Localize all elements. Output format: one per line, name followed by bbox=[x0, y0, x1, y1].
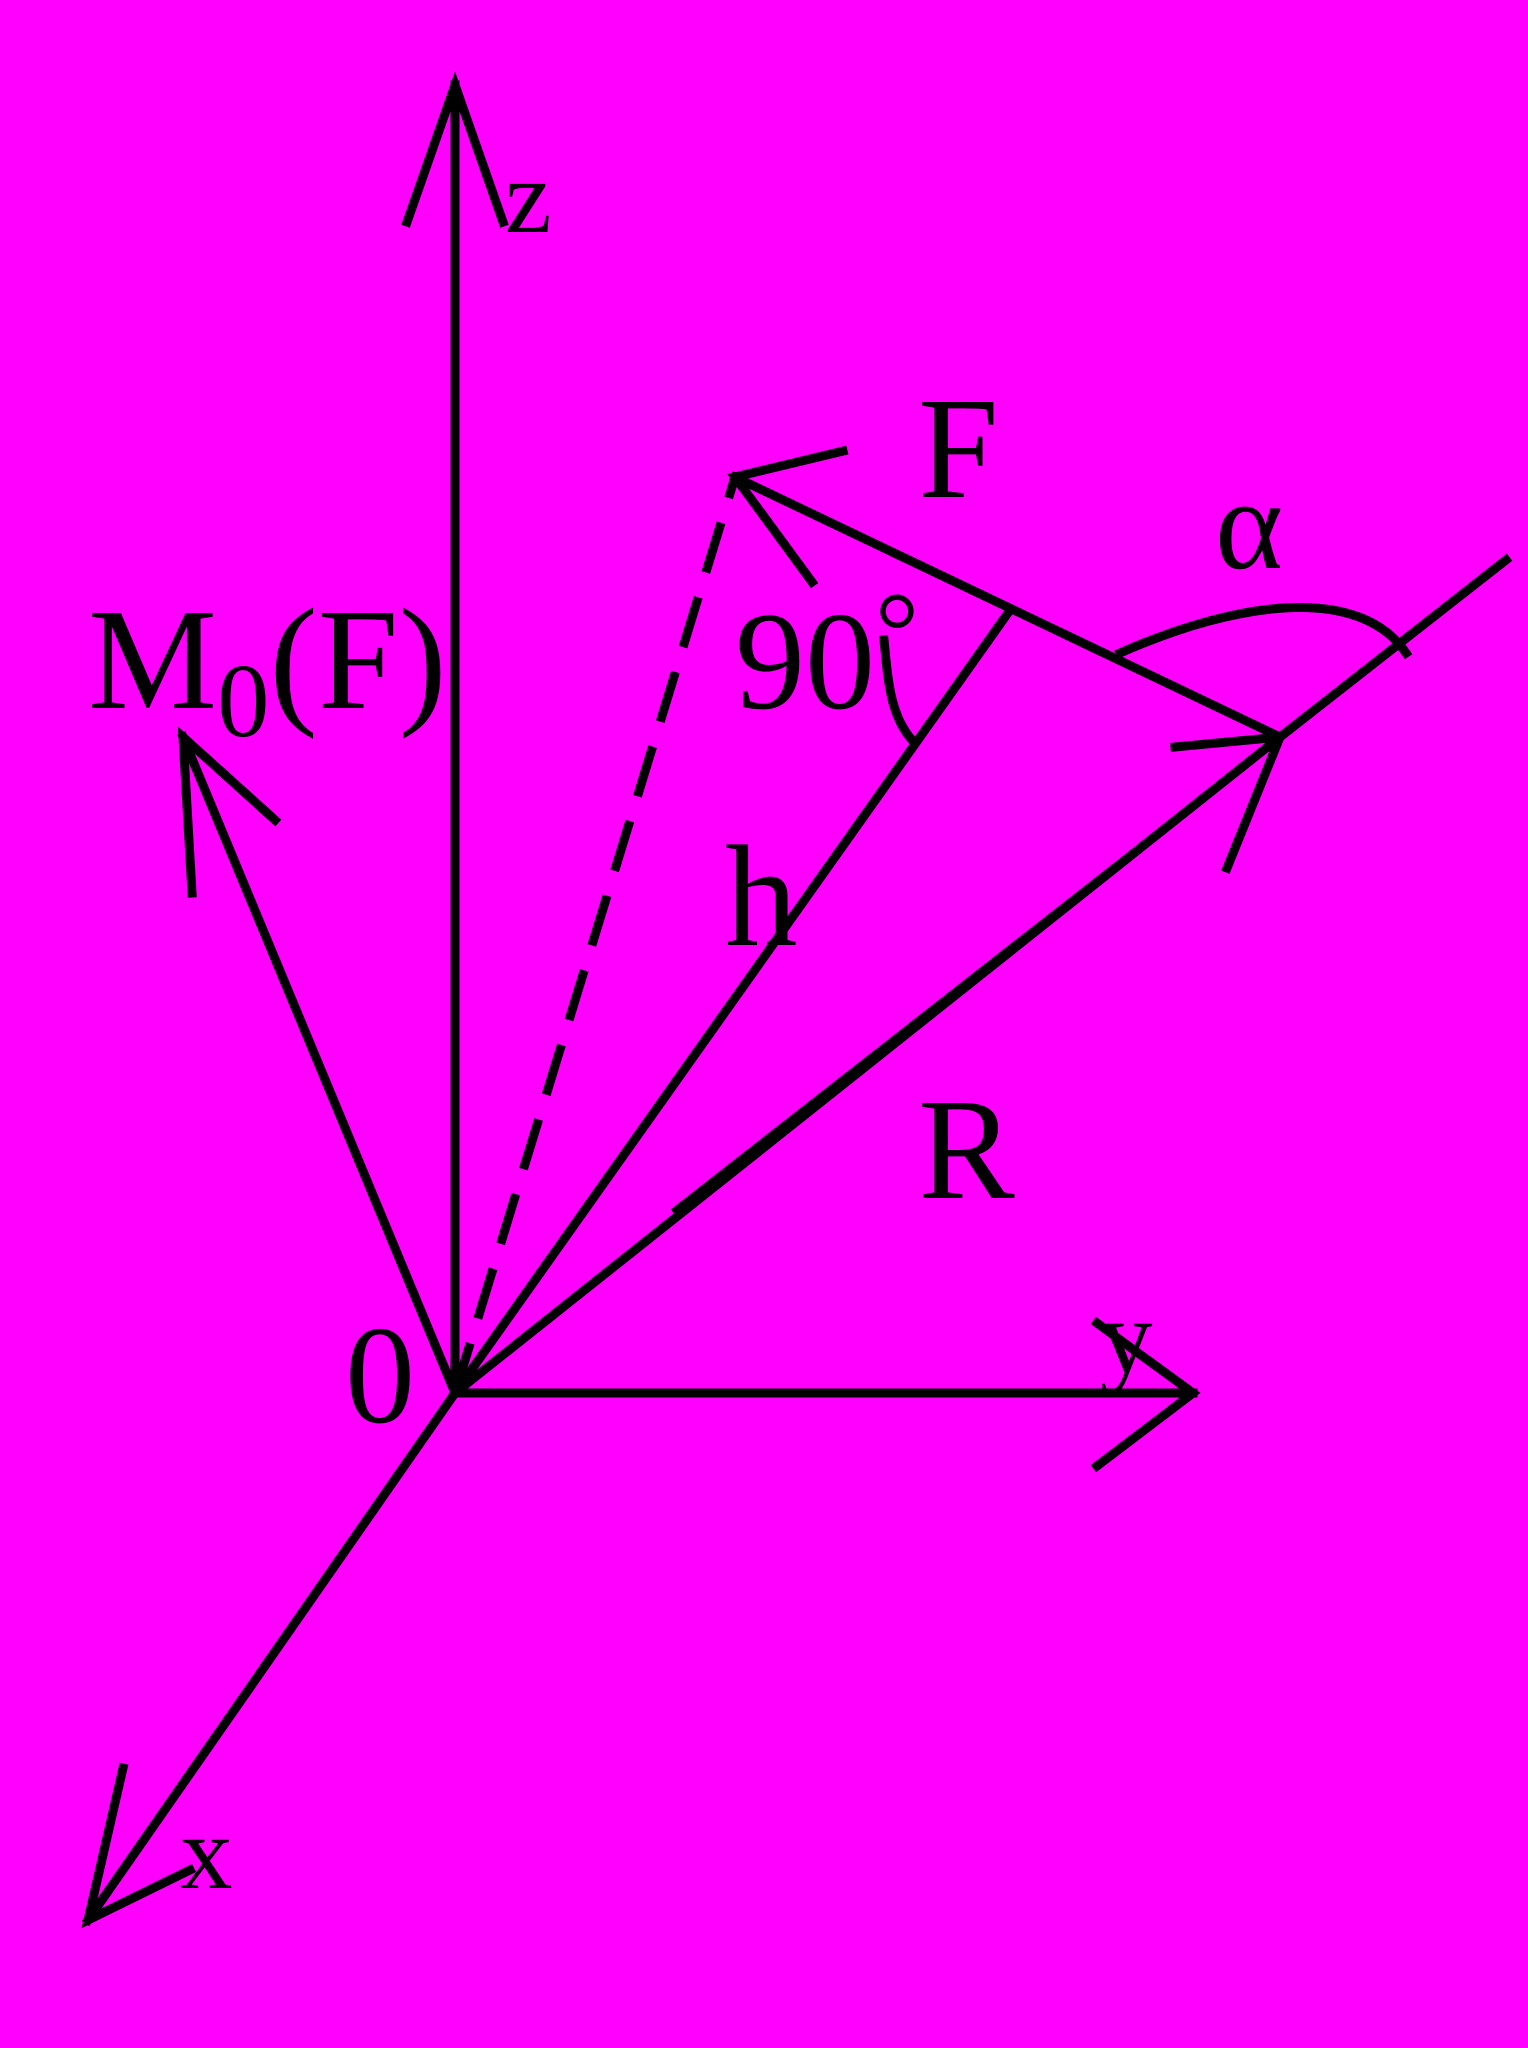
alpha-label: α bbox=[1215, 453, 1283, 597]
alpha-angle-arc bbox=[1114, 602, 1413, 660]
x-axis bbox=[81, 1386, 462, 1929]
radius-vector bbox=[448, 730, 1287, 1400]
force-label: F bbox=[918, 369, 999, 529]
origin-label: 0 bbox=[345, 1298, 415, 1453]
radius-extension-line bbox=[1273, 553, 1513, 744]
moment-vector-arrowhead bbox=[177, 726, 282, 898]
lever-arm-label: h bbox=[725, 817, 798, 977]
radius-label: R bbox=[918, 1070, 1015, 1230]
moment-label-main: M bbox=[88, 580, 217, 740]
x-axis-label: x bbox=[180, 1794, 233, 1911]
right-angle-arc bbox=[879, 635, 919, 747]
z-axis-arrowhead bbox=[401, 71, 509, 228]
lever-arm-line bbox=[448, 603, 1017, 1400]
z-axis bbox=[401, 71, 509, 1398]
y-axis-arrowhead bbox=[1090, 1316, 1201, 1473]
y-axis bbox=[450, 1316, 1201, 1473]
moment-vector bbox=[177, 726, 461, 1399]
y-axis-label: y bbox=[1100, 1278, 1153, 1395]
dashed-guide-line bbox=[450, 475, 740, 1395]
z-axis-label: z bbox=[505, 138, 552, 255]
right-angle-label: 90° bbox=[735, 570, 919, 739]
right-angle-degree-mark: ° bbox=[875, 570, 919, 692]
moment-label-subscript: 0 bbox=[217, 642, 270, 759]
x-axis-arrowhead bbox=[81, 1762, 197, 1929]
right-angle-value: 90 bbox=[735, 584, 875, 739]
moment-label: M0(F) bbox=[88, 580, 447, 759]
moment-label-argument: (F) bbox=[269, 580, 446, 740]
